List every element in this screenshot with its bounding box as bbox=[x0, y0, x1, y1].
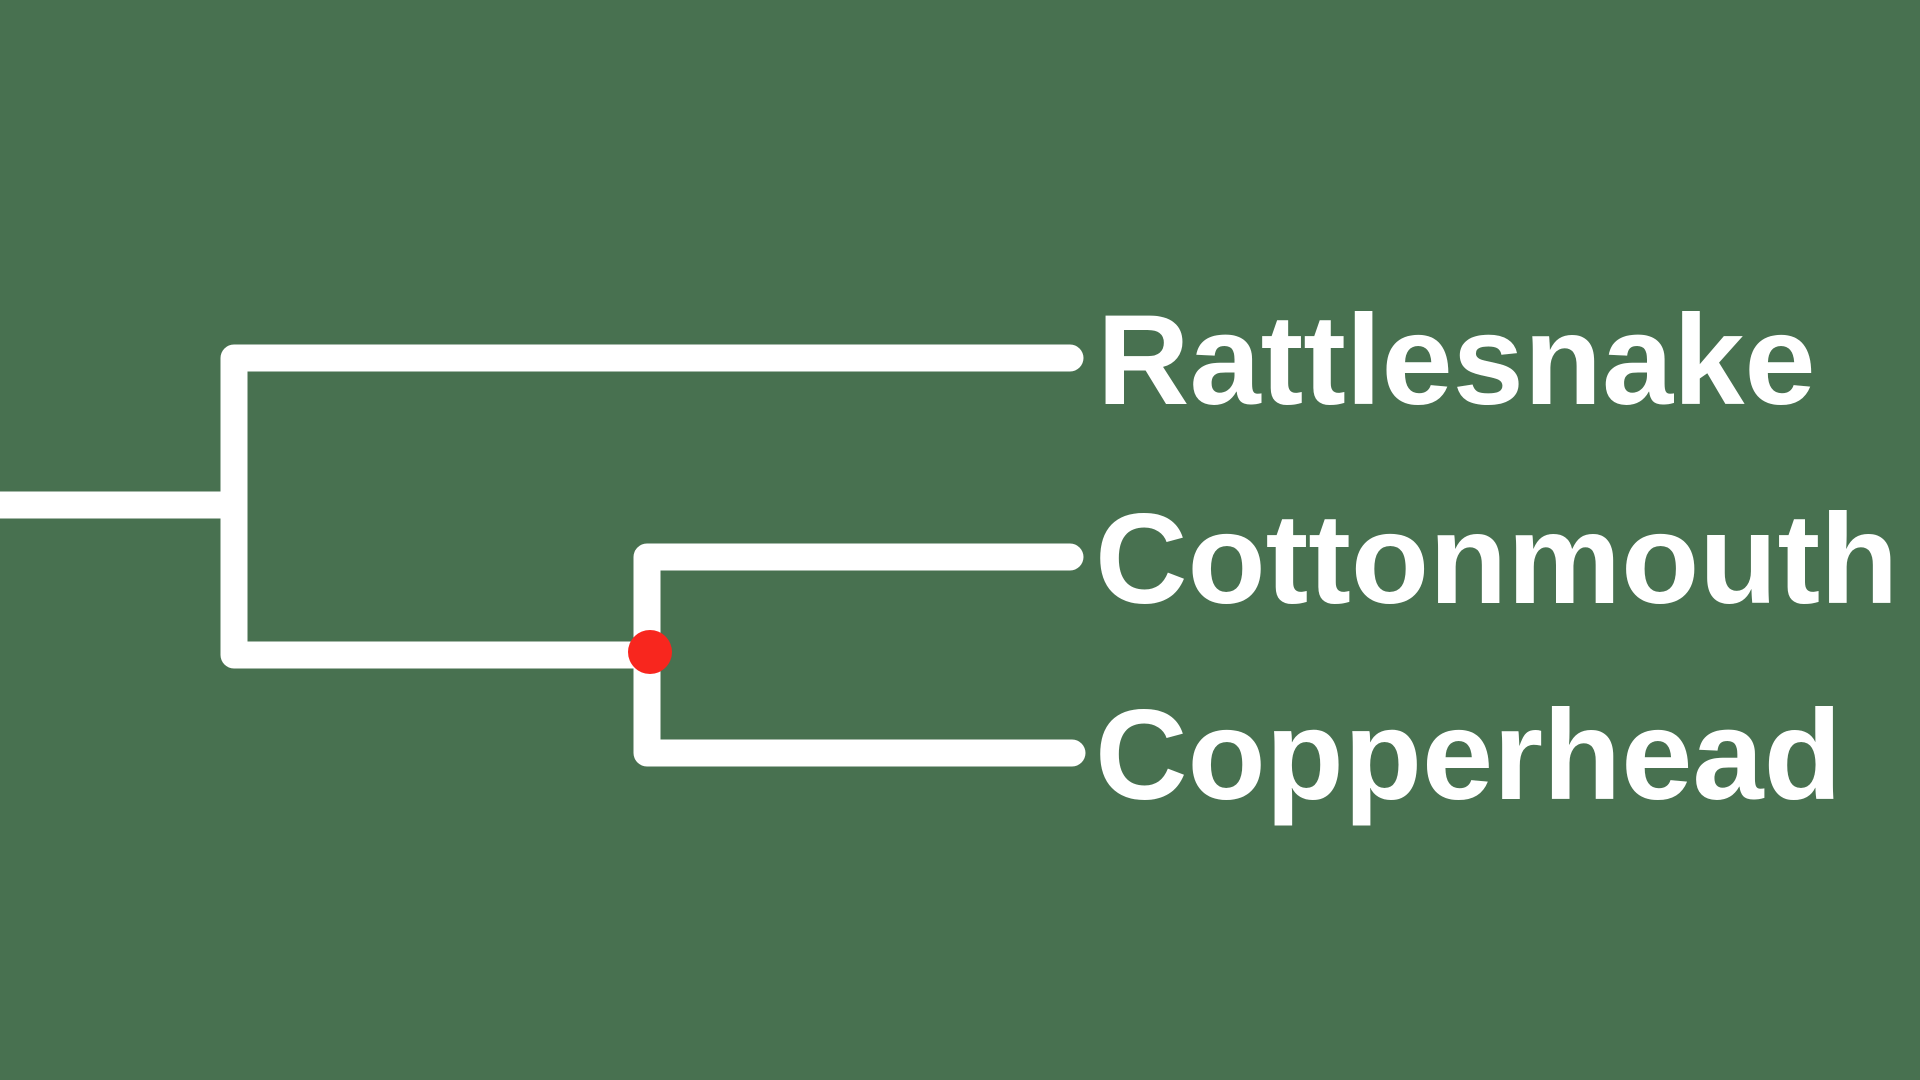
cottonmouth-copperhead-ancestor-node-marker-icon bbox=[628, 630, 672, 674]
branches-group bbox=[0, 344, 1086, 767]
taxon-label-cottonmouth: Cottonmouth bbox=[1095, 488, 1898, 631]
cottonmouth-copperhead-bracket bbox=[633, 543, 1086, 767]
outer-clade-bracket bbox=[220, 344, 1084, 669]
taxon-label-rattlesnake: Rattlesnake bbox=[1097, 289, 1816, 432]
taxon-label-copperhead: Copperhead bbox=[1095, 684, 1842, 827]
node-markers-group bbox=[628, 630, 672, 674]
